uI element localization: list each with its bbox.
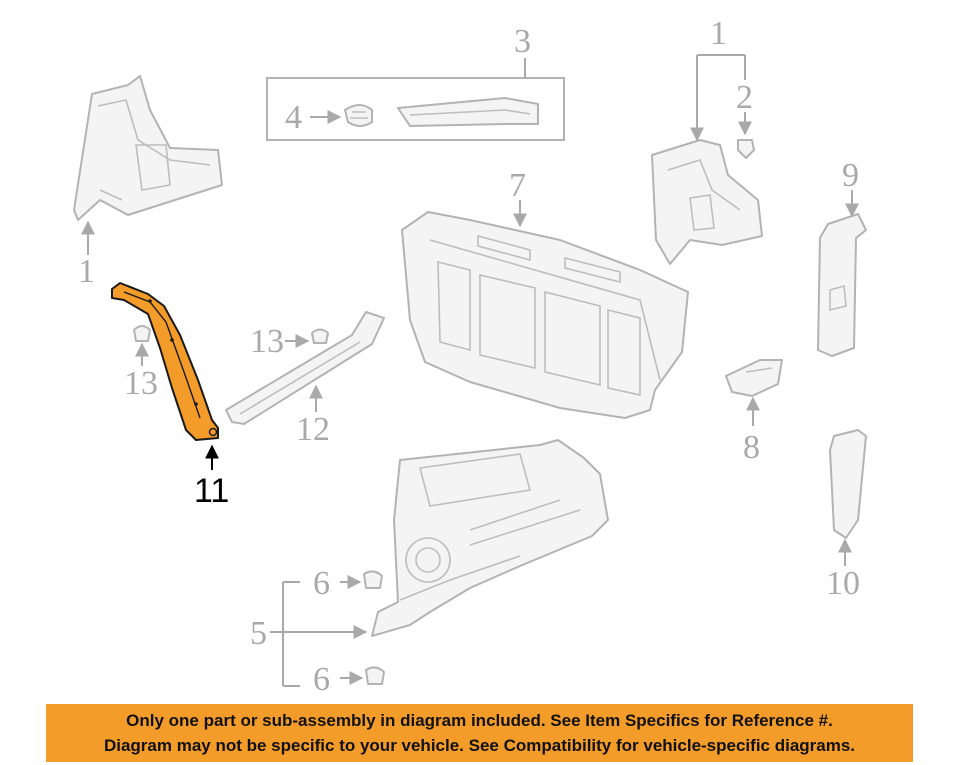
callout-6-bottom: 6 — [313, 661, 330, 698]
part-8-bracket — [725, 359, 783, 397]
part-11-highlighted-trim — [111, 282, 219, 441]
disclaimer-line-2: Diagram may not be specific to your vehi… — [103, 736, 856, 755]
callout-4: 4 — [285, 99, 302, 136]
callout-8: 8 — [743, 429, 760, 466]
callout-13-left: 13 — [124, 365, 158, 402]
callout-3: 3 — [514, 23, 531, 60]
part-6-clip-top — [363, 570, 383, 589]
part-2-clip — [737, 139, 755, 159]
callout-9: 9 — [842, 157, 859, 194]
callout-12: 12 — [296, 411, 330, 448]
part-10-lower-trim — [829, 429, 867, 539]
callout-5: 5 — [250, 615, 267, 652]
part-13-clip-left — [133, 325, 151, 342]
part-1-left-trim-panel — [73, 75, 223, 221]
part-7-package-shelf — [401, 211, 689, 419]
callout-13-mid: 13 — [250, 323, 284, 360]
leader-5-bracket — [270, 581, 300, 687]
part-3-box — [266, 77, 565, 141]
part-13-clip-mid — [311, 328, 329, 344]
disclaimer-banner: Only one part or sub-assembly in diagram… — [46, 704, 913, 762]
part-6-clip-bottom — [365, 666, 385, 685]
callout-11: 11 — [194, 472, 229, 510]
part-9-pillar-trim — [817, 213, 867, 357]
part-5-quarter-trim-panel — [371, 439, 609, 637]
callout-1-left: 1 — [78, 253, 95, 290]
callout-1-top: 1 — [710, 15, 727, 52]
disclaimer-line-1: Only one part or sub-assembly in diagram… — [126, 711, 833, 730]
callout-2: 2 — [736, 79, 753, 116]
callout-6-top: 6 — [313, 565, 330, 602]
callout-7: 7 — [509, 167, 526, 204]
part-1-right-trim-panel — [651, 139, 763, 265]
callout-10: 10 — [826, 565, 860, 602]
part-12-sill-strip — [225, 311, 385, 425]
